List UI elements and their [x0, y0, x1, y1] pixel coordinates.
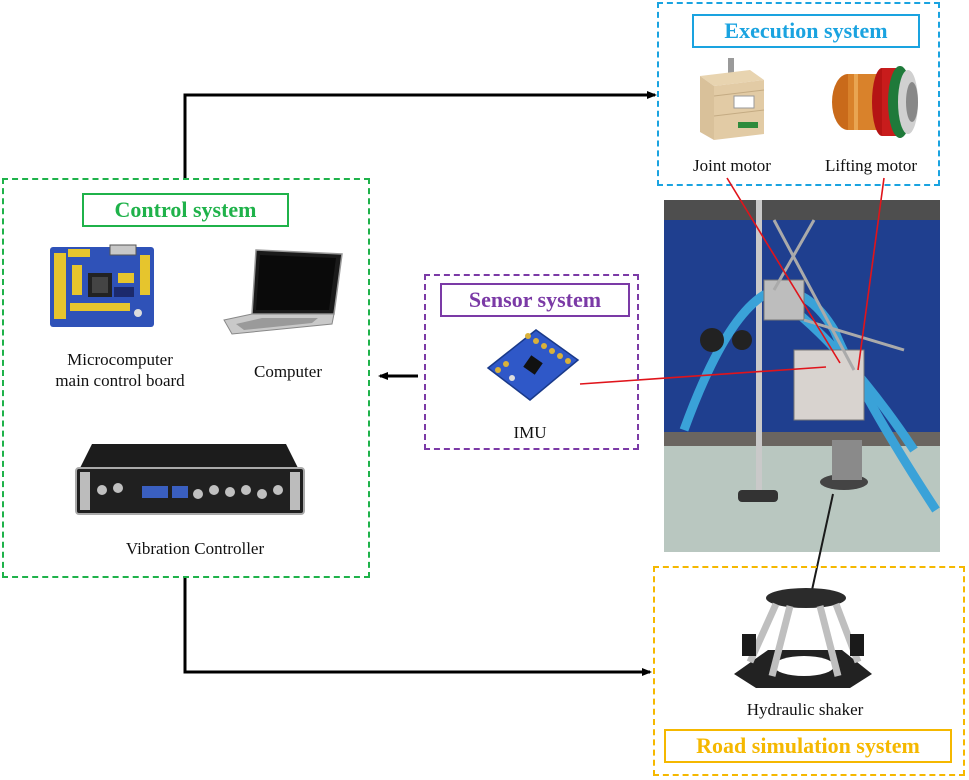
imu-label: IMU	[513, 423, 547, 442]
execution-system-box	[657, 2, 940, 186]
hydraulic-shaker-label: Hydraulic shaker	[746, 700, 864, 719]
link-imu	[579, 366, 827, 385]
sensor-system-box	[424, 274, 639, 450]
hexapod-shaker-icon	[734, 588, 872, 688]
sensor-system-title: Sensor system	[440, 283, 630, 317]
microcomputer-label: Microcomputer main control board	[55, 350, 185, 390]
link-shaker	[811, 493, 834, 591]
laptop-icon	[223, 249, 343, 335]
vibration-controller-label: Vibration Controller	[125, 539, 265, 558]
joint-motor-label: Joint motor	[693, 156, 771, 175]
road-simulation-system-box	[653, 566, 965, 776]
arrow-control-to-road	[183, 578, 652, 676]
lifting-motor-label: Lifting motor	[824, 156, 918, 175]
link-lifting-motor	[857, 177, 885, 371]
road-simulation-system-title: Road simulation system	[664, 729, 952, 763]
arrow-control-to-execution	[183, 91, 657, 180]
execution-system-title: Execution system	[692, 14, 920, 48]
link-joint-motor	[726, 177, 841, 364]
control-system-title: Control system	[82, 193, 289, 227]
imu-board-icon	[486, 329, 580, 401]
joint-motor-icon	[700, 58, 765, 140]
lifting-motor-icon	[832, 66, 918, 138]
vibration-controller-icon	[75, 444, 305, 515]
robot-photo	[664, 200, 940, 552]
circuit-board-icon	[50, 244, 154, 327]
control-system-box	[2, 178, 370, 578]
computer-label: Computer	[254, 362, 322, 381]
